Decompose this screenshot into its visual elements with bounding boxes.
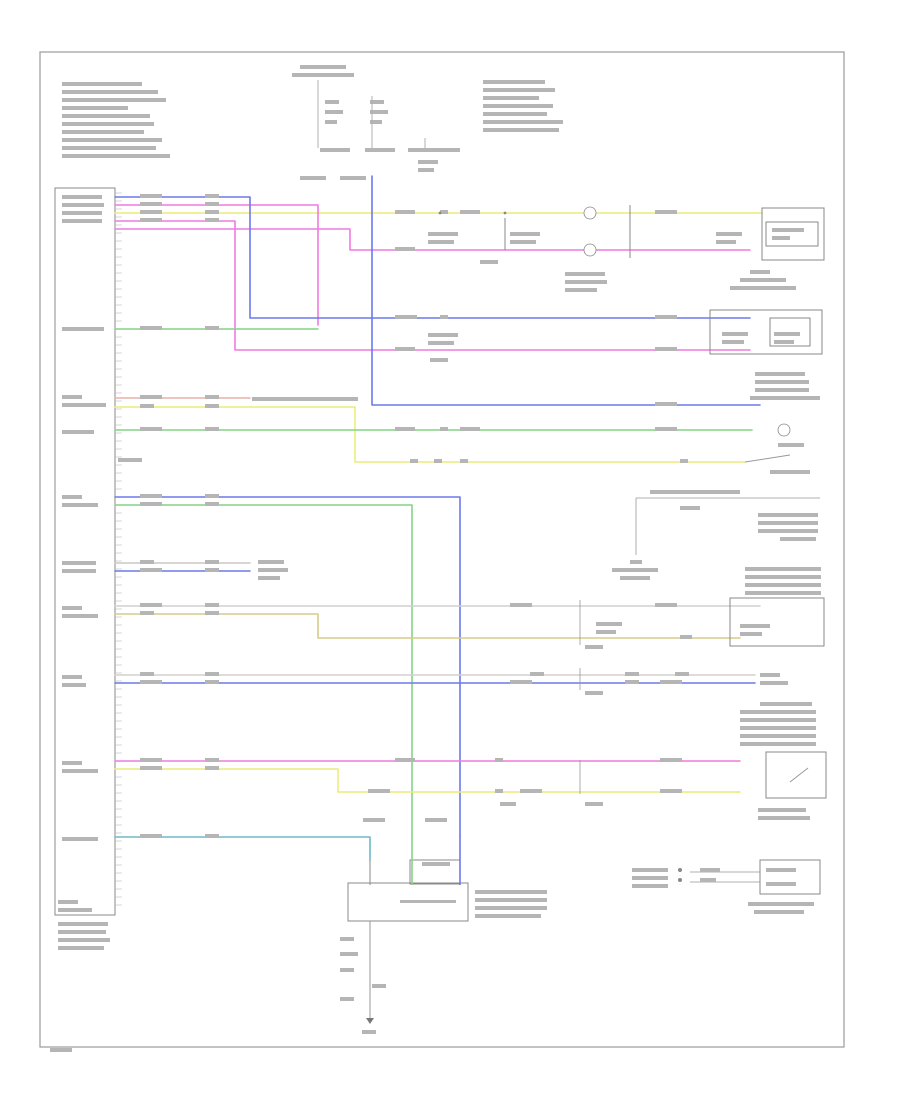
restraints-control-module [54, 187, 116, 916]
module-pin-ticks [115, 192, 122, 906]
right-component-1 [716, 207, 825, 290]
right-terminals-1 [579, 668, 788, 695]
wires [114, 175, 763, 861]
wire-yellow-3 [114, 768, 741, 793]
wire-color-labels-left [140, 194, 219, 838]
right-note-block-2 [740, 702, 816, 746]
module-pin-labels [58, 195, 110, 950]
top-right-note-block [483, 80, 563, 132]
wire-olive-1 [114, 613, 741, 639]
wire-green-3 [114, 504, 413, 836]
bottom-right-component [632, 859, 821, 914]
wire-color-labels-mid [118, 210, 692, 822]
right-component-4 [500, 751, 827, 820]
footer-code-mark [50, 1048, 72, 1052]
bottom-center-component [340, 835, 547, 1034]
wire-yellow-2 [114, 406, 746, 463]
wire-blue-2 [371, 175, 761, 406]
top-left-note-block [62, 82, 170, 158]
connectors-top [428, 205, 631, 362]
right-switch-1 [744, 454, 810, 474]
right-component-3 [579, 567, 825, 649]
wire-blue-1 [114, 196, 751, 319]
wire-blue-3 [114, 496, 461, 836]
diagram-frame [39, 51, 845, 1048]
wire-pink-2 [114, 228, 751, 251]
top-fuse-block [292, 65, 460, 180]
right-ground-symbol [777, 423, 804, 447]
wire-pink-1 [114, 204, 319, 326]
wire-teal-1 [114, 836, 371, 861]
right-note-block-1 [612, 490, 820, 580]
right-component-2 [709, 309, 823, 400]
